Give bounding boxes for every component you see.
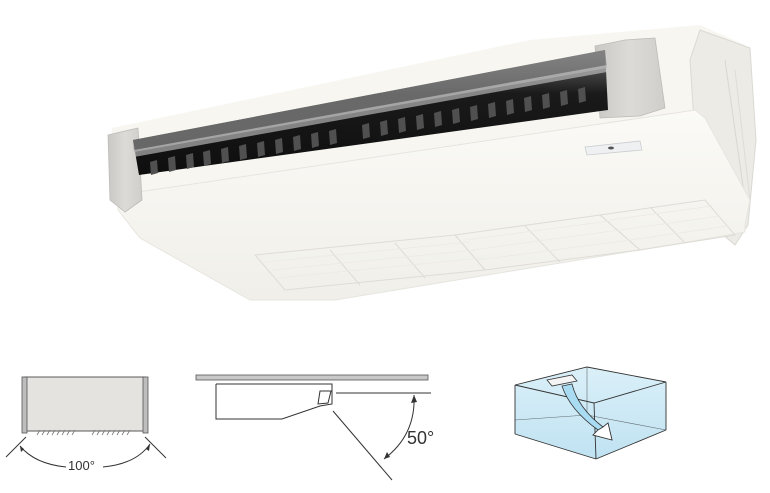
angle-label-50: 50° bbox=[407, 428, 435, 448]
room-airflow-diagram bbox=[514, 366, 667, 460]
horizontal-spread-diagram bbox=[5, 376, 167, 468]
louver-vanes bbox=[150, 87, 586, 175]
left-side-panel bbox=[107, 127, 143, 213]
vertical-swing-diagram bbox=[195, 374, 431, 481]
angle-label-100: 100° bbox=[68, 458, 95, 473]
right-side-panel bbox=[594, 37, 666, 119]
indicator-panel bbox=[584, 140, 643, 156]
